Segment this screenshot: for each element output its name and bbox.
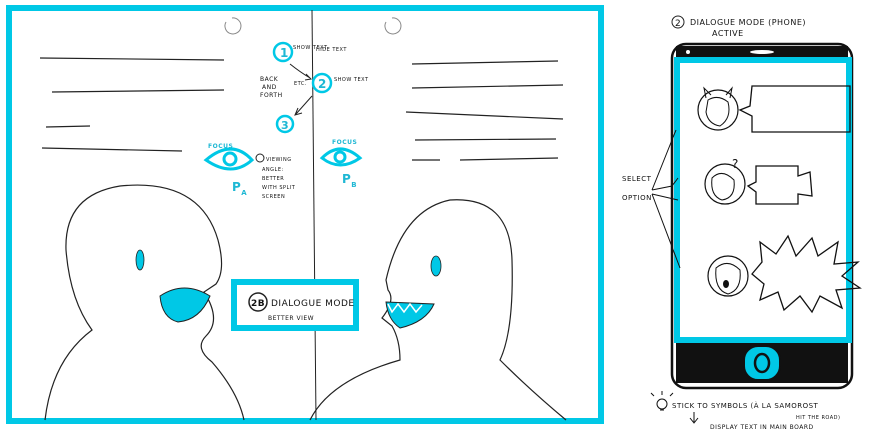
player-a-label: PA bbox=[232, 180, 247, 197]
phone-camera bbox=[686, 50, 690, 54]
lightbulb-icon bbox=[651, 391, 673, 410]
head-left-mouth bbox=[160, 288, 210, 322]
viewing-note-4: WITH SPLIT bbox=[262, 185, 296, 191]
select-option-label-1: SELECT bbox=[622, 175, 652, 183]
focus-left: FOCUS PA bbox=[206, 143, 252, 197]
eye-left-pupil bbox=[224, 153, 236, 165]
text-lines-right bbox=[406, 61, 563, 160]
viewing-angle-note: VIEWING ANGLE: BETTER WITH SPLIT SCREEN bbox=[256, 154, 296, 200]
phone-header-subtitle: ACTIVE bbox=[712, 29, 744, 38]
board-hole-left bbox=[225, 18, 241, 34]
question-mark-icon: ? bbox=[732, 157, 739, 171]
note-line-2: DISPLAY TEXT IN MAIN BOARD bbox=[710, 424, 814, 431]
note-exclamation-icon bbox=[256, 154, 264, 162]
dialogue-mode-subtitle: BETTER VIEW bbox=[268, 315, 314, 322]
dialogue-badge: 2B bbox=[251, 299, 265, 309]
head-left-outline bbox=[45, 185, 244, 420]
note-line-1: STICK TO SYMBOLS (À LA SAMOROST bbox=[672, 401, 819, 410]
phone-sketch: 2 DIALOGUE MODE (PHONE) ACTIVE ? bbox=[622, 16, 860, 431]
step-1-number: 1 bbox=[280, 46, 289, 60]
board-center-fold bbox=[312, 10, 316, 420]
back-forth-line-3: FORTH bbox=[260, 92, 283, 99]
phone-header-title: DIALOGUE MODE (PHONE) bbox=[690, 18, 806, 27]
dialogue-mode-box: 2B DIALOGUE MODE BETTER VIEW bbox=[234, 282, 356, 328]
select-option-label-2: OPTION bbox=[622, 194, 652, 202]
board-hole-right bbox=[385, 18, 401, 34]
head-right-mouth bbox=[386, 302, 434, 328]
shouting-mouth bbox=[723, 280, 729, 288]
viewing-note-5: SCREEN bbox=[262, 194, 285, 200]
phone-speaker bbox=[750, 50, 774, 54]
arrow-1-to-2 bbox=[290, 64, 311, 80]
etc-label: ETC. bbox=[294, 81, 307, 87]
phone-body bbox=[672, 44, 852, 388]
dialogue-mode-title: DIALOGUE MODE bbox=[271, 299, 355, 309]
note-line-1-end: HIT THE ROAD) bbox=[796, 415, 840, 421]
eye-right-pupil bbox=[335, 152, 345, 162]
back-forth-line-2: AND bbox=[262, 84, 277, 91]
focus-right-label: FOCUS bbox=[332, 139, 357, 146]
arrow-2-to-3 bbox=[295, 96, 312, 115]
step-2-number: 2 bbox=[318, 77, 327, 91]
phone-header-number: 2 bbox=[675, 19, 681, 29]
text-lines-left bbox=[40, 58, 224, 151]
step-2-label: SHOW TEXT bbox=[334, 77, 369, 83]
player-b-label: PB bbox=[342, 172, 357, 189]
head-right-eye bbox=[431, 256, 441, 276]
phone-home-button bbox=[744, 346, 780, 380]
viewing-note-1: VIEWING bbox=[266, 157, 292, 163]
step-3-number: 3 bbox=[281, 119, 289, 132]
focus-right: FOCUS PB bbox=[322, 139, 360, 189]
board-frame bbox=[9, 8, 601, 421]
step-flow: 1 SHOW TEXT HIDE TEXT BACK AND FORTH ETC… bbox=[260, 43, 369, 132]
back-forth-line-1: BACK bbox=[260, 76, 279, 83]
board-sketch: 1 SHOW TEXT HIDE TEXT BACK AND FORTH ETC… bbox=[9, 8, 601, 421]
step-1-side-label: HIDE TEXT bbox=[316, 47, 347, 53]
note-arrow-down bbox=[690, 412, 698, 423]
viewing-note-2: ANGLE: bbox=[262, 167, 284, 173]
head-left-eye bbox=[136, 250, 144, 270]
viewing-note-3: BETTER bbox=[262, 176, 284, 182]
head-left bbox=[45, 185, 244, 420]
